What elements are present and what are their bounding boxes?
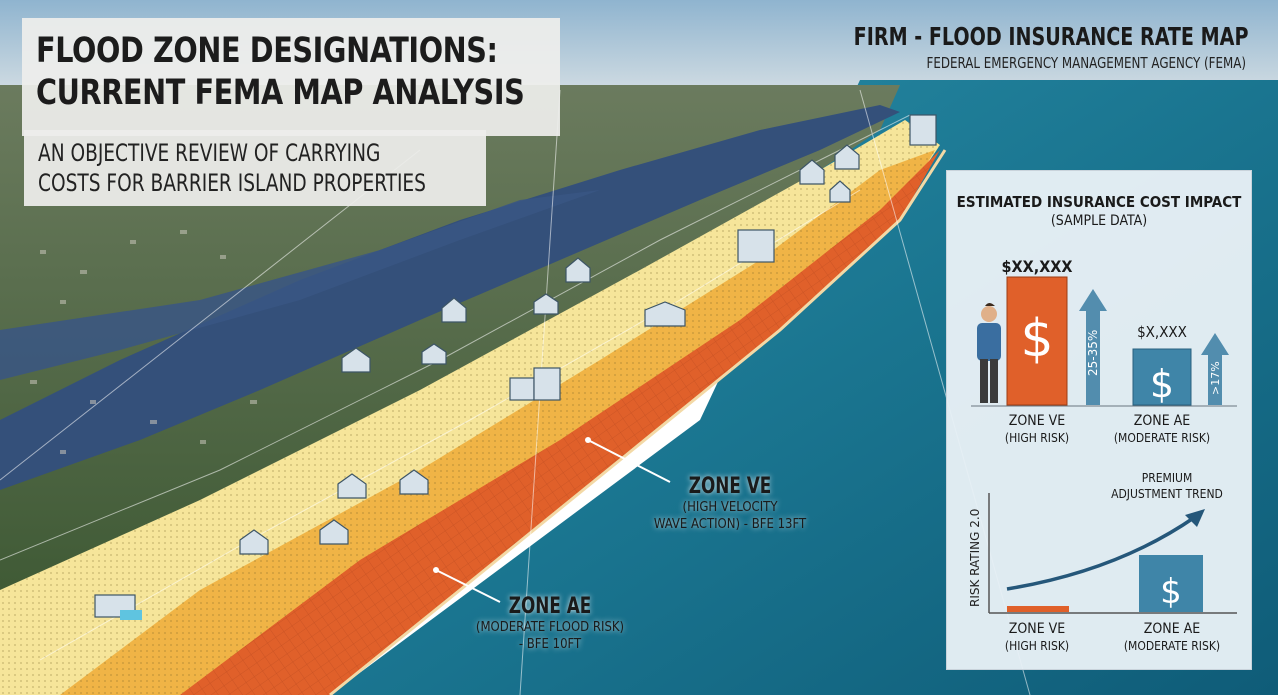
firm-title: FIRM - FLOOD INSURANCE RATE MAP [853, 22, 1248, 51]
trend-arrow-icon [1185, 509, 1205, 527]
panel-title: ESTIMATED INSURANCE COST IMPACT [956, 193, 1242, 211]
trend-y-axis-label: RISK RATING 2.0 [968, 509, 982, 607]
bar-zone-ae [1132, 348, 1192, 406]
bar-ve-dollar-icon: $ [1020, 309, 1053, 369]
change-ve: 25-35% [1086, 330, 1100, 376]
trend-bar-ae [1139, 555, 1203, 612]
arrow-up-icon-ae [1201, 333, 1229, 405]
trend-risk-ae: (MODERATE RISK) [1123, 639, 1221, 653]
zone-ae-label: ZONE AE [1133, 413, 1191, 429]
trend-label-line-2: ADJUSTMENT TREND [1111, 487, 1223, 501]
callout-ve-zone: ZONE VE [688, 474, 772, 499]
trend-curve [1006, 515, 1196, 591]
callout-ve-line-2: WAVE ACTION) - BFE 13FT [653, 517, 807, 532]
title-box: FLOOD ZONE DESIGNATIONS: CURRENT FEMA MA… [22, 18, 560, 136]
bar-ve-value: $XX,XXX [1001, 257, 1073, 276]
trend-label-line-1: PREMIUM [1141, 471, 1193, 485]
firm-agency: FEDERAL EMERGENCY MANAGEMENT AGENCY (FEM… [926, 54, 1246, 72]
person-icon [977, 303, 1001, 403]
zone-ve-label: ZONE VE [1008, 413, 1066, 429]
callout-zone-ve: ZONE VE (HIGH VELOCITY WAVE ACTION) - BF… [630, 474, 830, 533]
trend-zone-ae: ZONE AE [1143, 621, 1201, 637]
zone-ve-risk: (HIGH RISK) [1004, 431, 1070, 445]
subtitle-line-1: AN OBJECTIVE REVIEW OF CARRYING [38, 139, 381, 167]
bar-ae-dollar-icon: $ [1150, 362, 1174, 406]
zone-ae-risk: (MODERATE RISK) [1113, 431, 1211, 445]
bar-zone-ve [1006, 276, 1068, 406]
callout-ve-line-1: (HIGH VELOCITY [682, 500, 778, 515]
page-title-line-2: CURRENT FEMA MAP ANALYSIS [36, 73, 525, 113]
subtitle-box: AN OBJECTIVE REVIEW OF CARRYING COSTS FO… [24, 130, 486, 206]
cost-chart: $ 25-35% $ >17% RISK RATING 2.0 $ [968, 276, 1237, 614]
subtitle-line-2: COSTS FOR BARRIER ISLAND PROPERTIES [38, 169, 426, 197]
callout-ae-zone: ZONE AE [508, 594, 592, 619]
callout-zone-ae: ZONE AE (MODERATE FLOOD RISK) - BFE 10FT [450, 594, 650, 653]
change-ae: >17% [1209, 361, 1222, 395]
page-title-line-1: FLOOD ZONE DESIGNATIONS: [36, 31, 498, 71]
trend-dollar-icon: $ [1160, 572, 1182, 612]
arrow-up-icon-ve [1079, 289, 1107, 405]
trend-bar-ve [1007, 606, 1069, 612]
insurance-cost-panel: ESTIMATED INSURANCE COST IMPACT (SAMPLE … [946, 170, 1252, 670]
callout-ae-line-1: (MODERATE FLOOD RISK) [475, 620, 625, 635]
callout-ae-line-2: - BFE 10FT [518, 637, 582, 652]
panel-subtitle: (SAMPLE DATA) [1050, 213, 1148, 229]
trend-zone-ve: ZONE VE [1008, 621, 1066, 637]
trend-risk-ve: (HIGH RISK) [1004, 639, 1070, 653]
bar-ae-value: $X,XXX [1137, 323, 1187, 341]
